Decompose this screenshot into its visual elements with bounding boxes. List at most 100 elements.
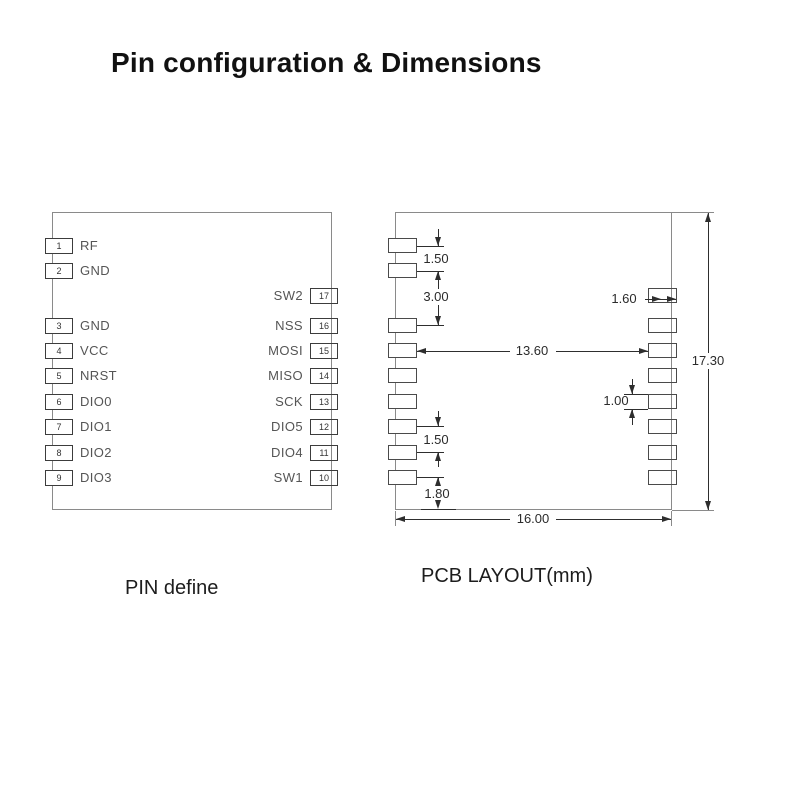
dim-module_height: 17.30 (691, 353, 725, 368)
pcb-pad-left (388, 419, 417, 434)
dim-bottom_margin: 1.80 (424, 486, 450, 501)
dim-line (417, 271, 444, 272)
pcb-pad-right (648, 419, 677, 434)
pcb-pad-left (388, 263, 417, 278)
dim-arrow-up (435, 271, 441, 280)
dim-line (421, 509, 456, 510)
pin-box: 3 (45, 318, 73, 334)
pin-box: 7 (45, 419, 73, 435)
pcb-outline (395, 212, 672, 510)
dim-line (417, 477, 444, 478)
pin-box: 16 (310, 318, 338, 334)
dim-pad_height: 1.00 (603, 393, 629, 408)
pin-define-caption: PIN define (125, 577, 219, 599)
pin-label: DIO4 (271, 445, 303, 460)
pcb-pad-right (648, 394, 677, 409)
dim-arrow-right (652, 296, 661, 302)
pcb-pad-right (648, 288, 677, 303)
pin-box: 1 (45, 238, 73, 254)
pin-box: 12 (310, 419, 338, 435)
pin-box: 6 (45, 394, 73, 410)
dim-line (708, 369, 709, 510)
pin-label: DIO3 (80, 470, 112, 485)
pcb-bottom-extension (672, 510, 714, 511)
dim-arrow-left (417, 348, 426, 354)
pin-label: SCK (275, 394, 303, 409)
dim-group_gap: 3.00 (423, 289, 449, 304)
dim-line (417, 325, 444, 326)
dim-arrow-left (396, 516, 405, 522)
pcb-pad-left (388, 445, 417, 460)
dim-line (417, 351, 510, 352)
pin-box: 2 (45, 263, 73, 279)
pin-label: GND (80, 263, 111, 278)
pin-label: GND (80, 318, 111, 333)
pin-label: NSS (275, 318, 303, 333)
pin-label: MOSI (268, 343, 303, 358)
pin-label: NRST (80, 368, 117, 383)
pin-box: 15 (310, 343, 338, 359)
pin-box: 10 (310, 470, 338, 486)
pin-label: MISO (268, 368, 303, 383)
pcb-pad-left (388, 470, 417, 485)
dim-line (438, 305, 439, 325)
dim-arrow-down (435, 500, 441, 509)
pcb-layout-caption: PCB LAYOUT(mm) (421, 565, 593, 587)
dim-line (708, 213, 709, 353)
pcb-width-ext-right (671, 511, 672, 526)
pin-box: 5 (45, 368, 73, 384)
dim-line (624, 394, 648, 395)
pin-label: DIO0 (80, 394, 112, 409)
pcb-pad-left (388, 343, 417, 358)
page-title: Pin configuration & Dimensions (111, 47, 542, 78)
dim-arrow-right (667, 296, 676, 302)
pin-box: 17 (310, 288, 338, 304)
dim-pad_inner_span: 13.60 (515, 343, 549, 358)
dim-arrow-down (705, 501, 711, 510)
dim-line (396, 519, 510, 520)
pin-label: VCC (80, 343, 109, 358)
dim-line (417, 426, 444, 427)
pin-box: 9 (45, 470, 73, 486)
pin-box: 14 (310, 368, 338, 384)
dim-arrow-down (435, 316, 441, 325)
pin-define-outline (52, 212, 332, 510)
dim-arrow-down (629, 385, 635, 394)
pcb-pad-right (648, 445, 677, 460)
pcb-pad-left (388, 394, 417, 409)
dim-arrow-up (435, 452, 441, 461)
pcb-pad-right (648, 470, 677, 485)
dim-line (438, 271, 439, 289)
pin-box: 8 (45, 445, 73, 461)
dim-arrow-right (639, 348, 648, 354)
pcb-pad-left (388, 368, 417, 383)
dim-module_width: 16.00 (516, 511, 550, 526)
pcb-pad-right (648, 368, 677, 383)
dim-arrow-down (435, 417, 441, 426)
pcb-pad-left (388, 238, 417, 253)
dim-line (417, 246, 444, 247)
dim-line (556, 519, 671, 520)
pin-label: DIO1 (80, 419, 112, 434)
dim-bottom_pitch: 1.50 (423, 432, 449, 447)
dim-arrow-right (662, 516, 671, 522)
pin-label: DIO5 (271, 419, 303, 434)
pcb-top-extension (672, 212, 714, 213)
pin-label: RF (80, 238, 99, 253)
dim-arrow-up (705, 213, 711, 222)
pcb-pad-right (648, 343, 677, 358)
dim-line (556, 351, 648, 352)
dim-arrow-up (435, 477, 441, 486)
dim-top_pitch: 1.50 (423, 251, 449, 266)
pin-box: 4 (45, 343, 73, 359)
pcb-pad-left (388, 318, 417, 333)
dim-pad_width: 1.60 (611, 291, 637, 306)
dim-line (417, 452, 444, 453)
pin-box: 13 (310, 394, 338, 410)
pin-label: DIO2 (80, 445, 112, 460)
dim-arrow-up (629, 409, 635, 418)
pin-box: 11 (310, 445, 338, 461)
dim-line (624, 409, 648, 410)
pcb-pad-right (648, 318, 677, 333)
